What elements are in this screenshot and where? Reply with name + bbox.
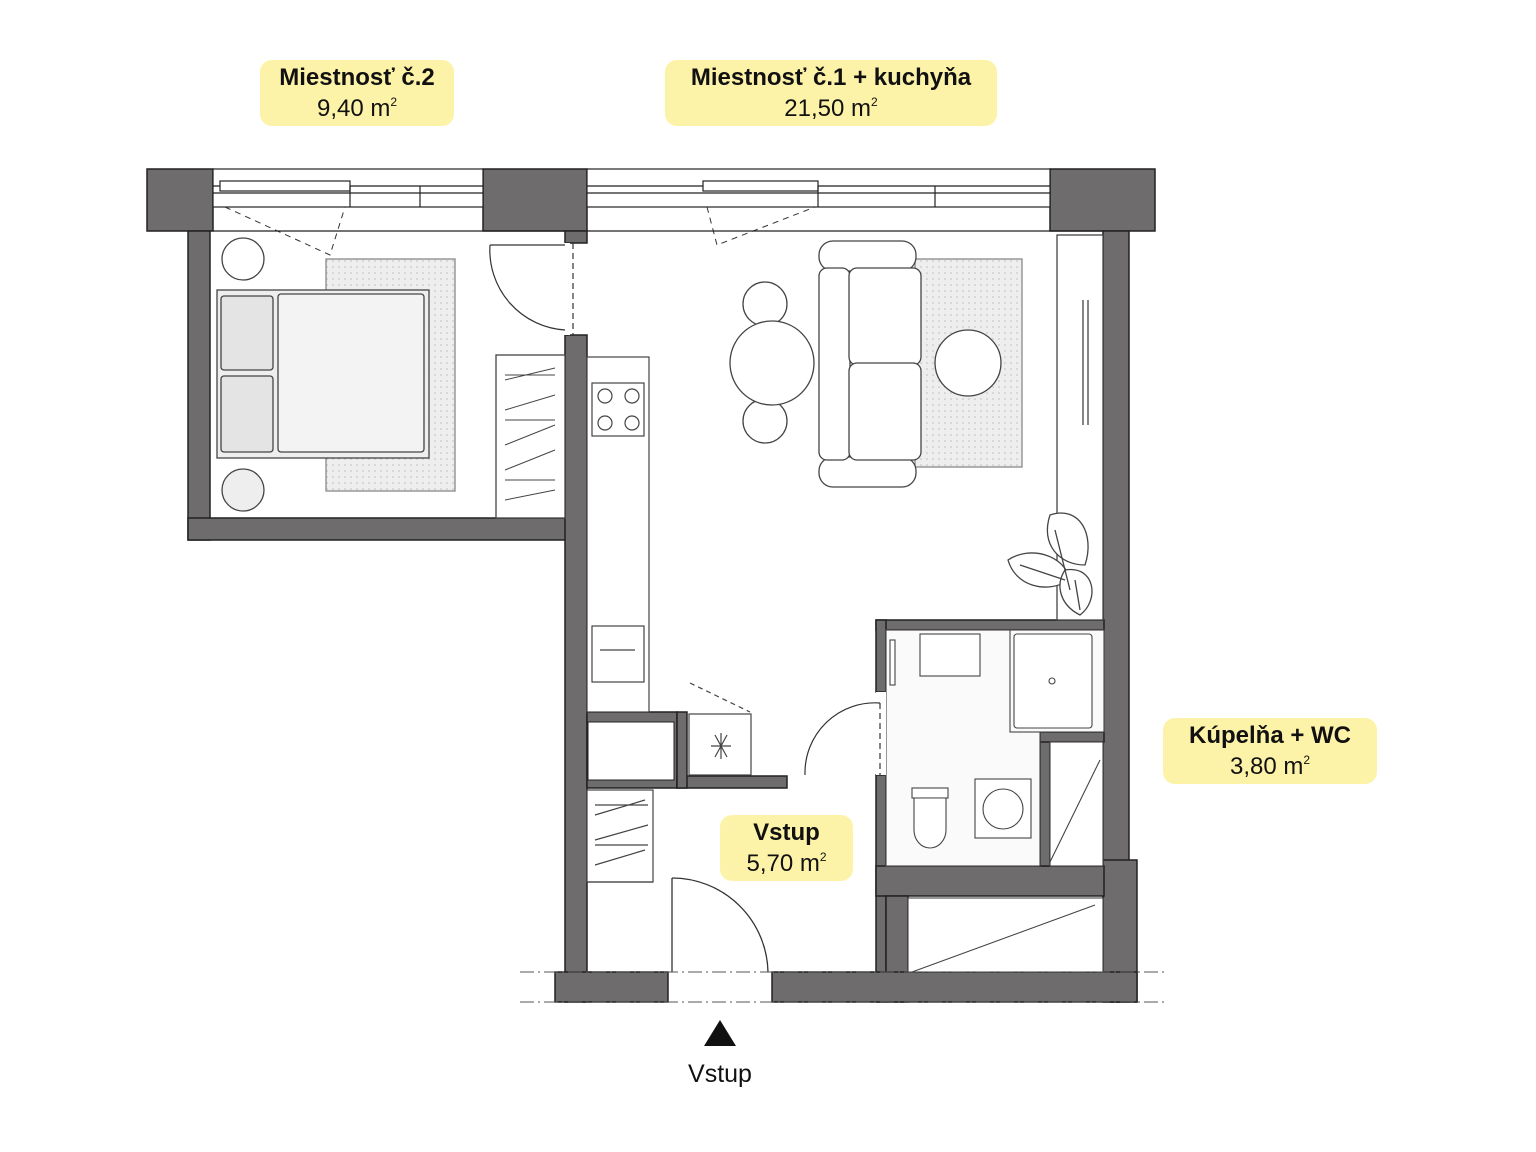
cooktop xyxy=(591,382,645,437)
sofa-arm-top xyxy=(818,240,917,272)
bathroom-area: 3,80 m2 xyxy=(1229,753,1311,780)
wardrobe-hangers xyxy=(504,367,556,501)
plant xyxy=(1007,512,1093,616)
shower-tray xyxy=(1013,633,1093,729)
sofa-seat-2 xyxy=(848,362,922,461)
towel-rail xyxy=(889,639,896,686)
toilet-tank xyxy=(911,787,949,799)
wall-bath-divider-top xyxy=(1039,731,1105,743)
bathroom-door xyxy=(804,692,886,776)
coffee-table xyxy=(934,329,1002,397)
pillow-2 xyxy=(220,375,274,453)
wall-fridge-base xyxy=(676,775,788,789)
pillow-1 xyxy=(220,295,274,371)
reference-lines xyxy=(520,971,1168,1003)
wall-room2-bottom xyxy=(187,517,587,541)
bathroom xyxy=(885,629,1105,973)
wardrobe-room2 xyxy=(495,354,566,519)
wall-top-right xyxy=(1049,168,1156,232)
window-swing-lines xyxy=(224,206,816,256)
kitchen xyxy=(586,356,650,713)
sofa-seat-1 xyxy=(848,267,922,366)
partition-niche xyxy=(587,721,675,781)
entry-area: 5,70 m2 xyxy=(746,850,827,877)
room2-area: 9,40 m2 xyxy=(316,95,398,122)
wall-bath-top xyxy=(875,619,1105,631)
dining-table xyxy=(729,320,815,406)
room1-area: 21,50 m2 xyxy=(784,95,878,122)
washbasin xyxy=(919,633,981,677)
wall-divider-stub xyxy=(564,230,588,244)
nightstand-bottom xyxy=(221,468,265,512)
room2-name: Miestnosť č.2 xyxy=(279,64,435,91)
room2-label: Miestnosť č.2 9,40 m2 xyxy=(260,60,454,126)
nightstand-top xyxy=(221,237,265,281)
entry-label: Vstup 5,70 m2 xyxy=(720,815,853,881)
wall-bottom-right xyxy=(771,971,1138,1003)
entry-door xyxy=(671,877,769,973)
bathroom-label: Kúpelňa + WC 3,80 m2 xyxy=(1163,718,1377,784)
entry-closet xyxy=(586,789,654,883)
wall-central xyxy=(564,334,588,1003)
wall-shaft xyxy=(676,711,688,789)
room2-door xyxy=(489,243,574,335)
duvet xyxy=(277,293,425,453)
wall-bath-divider xyxy=(1039,731,1051,867)
toilet xyxy=(913,797,947,849)
entrance-label: Vstup xyxy=(688,1060,752,1088)
windows xyxy=(212,168,1051,208)
kitchen-sink xyxy=(591,625,645,683)
wall-bottom-left xyxy=(554,971,669,1003)
storage-unit xyxy=(907,897,1104,973)
room1-label: Miestnosť č.1 + kuchyňa 21,50 m2 xyxy=(665,60,997,126)
entry-name: Vstup xyxy=(753,819,820,846)
chair-1 xyxy=(742,281,788,327)
room1-name: Miestnosť č.1 + kuchyňa xyxy=(690,64,972,91)
boiler xyxy=(1049,741,1104,867)
wall-bath-left-upper xyxy=(875,619,887,693)
fridge xyxy=(688,682,752,776)
wall-bath-bottom xyxy=(875,865,1105,897)
sofa-back xyxy=(818,267,851,461)
sofa-arm-bottom xyxy=(818,456,917,488)
wall-top-left xyxy=(146,168,214,232)
wall-room2-left xyxy=(187,230,211,541)
wall-top-middle xyxy=(482,168,588,232)
bathroom-name: Kúpelňa + WC xyxy=(1188,722,1351,749)
triangle-up-icon xyxy=(704,1020,736,1046)
room2-furniture xyxy=(216,237,566,519)
chair-2 xyxy=(742,398,788,444)
